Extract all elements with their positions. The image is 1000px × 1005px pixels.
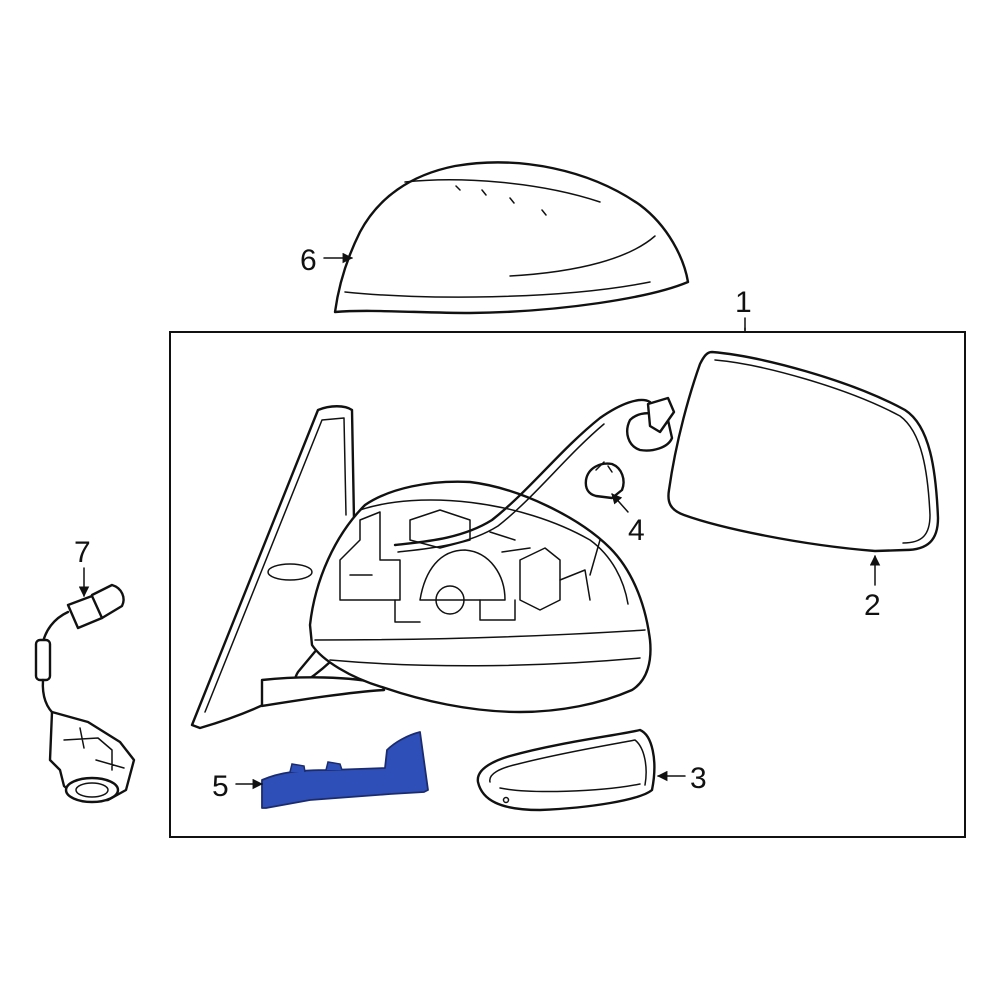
- callout-1: 1: [735, 286, 752, 319]
- callout-5: 5: [212, 770, 229, 803]
- callout-7: 7: [74, 536, 91, 569]
- bulb[interactable]: [584, 461, 625, 500]
- callout-2: 2: [864, 589, 881, 622]
- assembly-frame: [169, 331, 966, 838]
- mirror-cover-cap[interactable]: [333, 161, 690, 315]
- callout-6: 6: [300, 244, 317, 277]
- mirror-housing[interactable]: [190, 396, 676, 730]
- leader-lines: [78, 252, 881, 790]
- turn-signal-lamp[interactable]: [476, 728, 656, 812]
- lower-cover[interactable]: [261, 731, 429, 809]
- mirror-glass[interactable]: [667, 350, 940, 553]
- callout-4: 4: [628, 514, 645, 547]
- camera-with-harness[interactable]: [34, 583, 136, 804]
- callout-3: 3: [690, 762, 707, 795]
